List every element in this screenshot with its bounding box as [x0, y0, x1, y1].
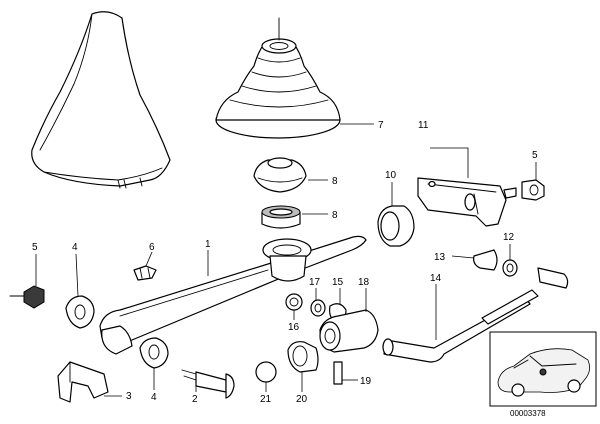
ball-joint [319, 309, 379, 353]
callout-labels: 1 2 3 4 4 5 5 6 7 8 8 10 11 12 13 14 15 … [32, 120, 538, 405]
clamp [473, 249, 498, 271]
callout-21: 21 [260, 394, 272, 405]
callout-4-left: 4 [72, 242, 78, 253]
nut-right [521, 179, 545, 201]
rubber-mount [377, 205, 415, 247]
support-bracket [57, 361, 109, 403]
callout-8-upper: 8 [332, 176, 338, 187]
washer [310, 299, 326, 317]
pin [181, 369, 235, 399]
callout-2: 2 [192, 394, 198, 405]
bracket [417, 177, 517, 227]
callout-1: 1 [205, 239, 211, 250]
callout-13: 13 [434, 252, 446, 263]
callout-7: 7 [378, 120, 384, 131]
cap [255, 361, 277, 383]
callout-18: 18 [358, 277, 370, 288]
rubber-bellows [215, 17, 341, 139]
callout-4-bottom: 4 [151, 392, 157, 403]
callout-19: 19 [360, 376, 372, 387]
callout-10: 10 [385, 170, 397, 181]
bush-left [65, 295, 95, 329]
gearshift-lever [99, 235, 367, 355]
nut-left [9, 285, 45, 309]
bushing-lower [261, 205, 301, 229]
shift-rod [382, 267, 569, 363]
washer-small [502, 259, 518, 277]
clip [133, 265, 157, 281]
callout-5-right: 5 [532, 150, 538, 161]
callout-16: 16 [288, 322, 300, 333]
sleeve [287, 341, 319, 373]
callout-8-lower: 8 [332, 210, 338, 221]
callout-14: 14 [430, 273, 442, 284]
document-number: 00003378 [510, 409, 546, 418]
callout-12: 12 [503, 232, 515, 243]
vehicle-inset [489, 331, 597, 407]
shift-boot [31, 11, 171, 189]
ring [285, 293, 303, 311]
callout-15: 15 [332, 277, 344, 288]
bush-bottom [139, 337, 169, 369]
bushing-upper [253, 157, 307, 193]
callout-20: 20 [296, 394, 308, 405]
small-pin [333, 361, 343, 385]
callout-6: 6 [149, 242, 155, 253]
callout-3: 3 [126, 391, 132, 402]
leader-lines [35, 123, 537, 397]
callout-11: 11 [418, 120, 429, 131]
callout-17: 17 [309, 277, 321, 288]
callout-5-left: 5 [32, 242, 38, 253]
